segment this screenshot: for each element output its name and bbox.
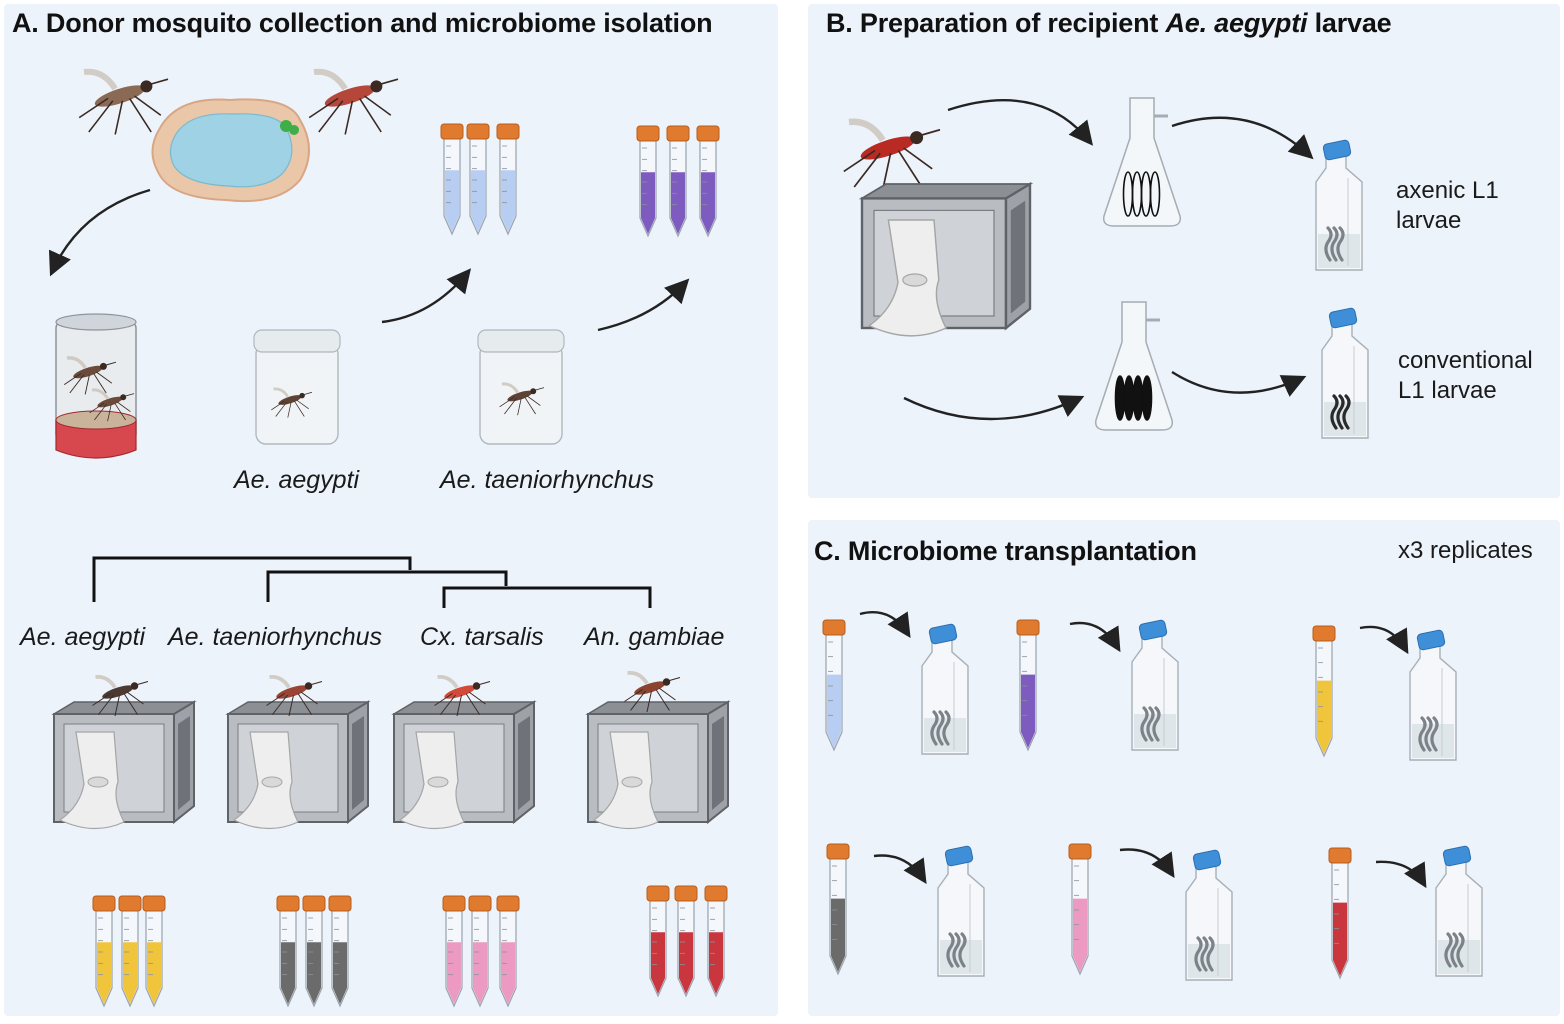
transplant-tube-yellow [1312, 625, 1336, 758]
cage-mosquito [266, 674, 323, 717]
tube-colony-ae-taeniorhynchus-3 [328, 895, 352, 1008]
trap-mosquito [89, 388, 135, 422]
transplant-tube-purple [1016, 619, 1040, 752]
tube-colony-ae-taeniorhynchus-1 [276, 895, 300, 1008]
cage-mosquito [434, 674, 491, 717]
transplant-flask-blue [921, 623, 969, 755]
transplant-arrow-purple [1069, 621, 1121, 653]
tree-label-an-gambiae: An. gambiae [584, 623, 725, 651]
phylogeny-tree [92, 556, 652, 608]
tube-field-ae-taeniorhynchus-3 [696, 125, 720, 238]
tube-field-ae-aegypti-2 [466, 123, 490, 236]
panel-b-title-prefix: B. Preparation of recipient [826, 8, 1166, 38]
panel-b-title-suffix: larvae [1307, 8, 1392, 38]
transplant-arrow-blue [859, 611, 911, 639]
transplant-flask-yellow [1409, 629, 1457, 761]
transplant-arrow-red [1375, 860, 1427, 889]
trap-mosquito [63, 356, 117, 395]
conventional-line-1: conventional [1398, 347, 1533, 374]
colony-cage-an-gambiae [585, 700, 731, 830]
tube-colony-ae-aegypti-2 [118, 895, 142, 1008]
transplant-arrow-pink [1119, 848, 1175, 879]
axenic-egg-flask [1102, 97, 1182, 227]
colony-cage-recipient [858, 181, 1034, 337]
tube-field-ae-taeniorhynchus-1 [636, 125, 660, 238]
conventional-egg-flask [1094, 301, 1174, 431]
tube-colony-cx-tarsalis-3 [496, 895, 520, 1008]
arrow-jar-to-tubes-purple [597, 278, 690, 332]
axenic-line-1: axenic L1 [1396, 177, 1499, 204]
tube-colony-ae-aegypti-1 [92, 895, 116, 1008]
tube-colony-an-gambiae-2 [674, 885, 698, 998]
pond-water [169, 113, 293, 188]
pond-plant [280, 120, 292, 132]
transplant-arrow-grey [873, 854, 927, 885]
conventional-line-2: L1 larvae [1398, 377, 1497, 404]
replicates-label: x3 replicates [1398, 537, 1533, 564]
conventional-larvae-label: conventional L1 larvae [1398, 346, 1533, 406]
axenic-larvae-label: axenic L1 larvae [1396, 176, 1499, 236]
tube-colony-an-gambiae-1 [646, 885, 670, 998]
label-collected-ae-aegypti: Ae. aegypti [234, 466, 360, 494]
donor-mosquito-b [843, 118, 941, 190]
tree-label-ae-taeniorhynchus: Ae. taeniorhynchus [168, 623, 383, 651]
transplant-flask-red [1435, 845, 1483, 977]
colony-cage-ae-taeniorhynchus [225, 700, 371, 830]
colony-cage-cx-tarsalis [391, 700, 537, 830]
label-collected-ae-taeniorhynchus: Ae. taeniorhynchus [440, 466, 655, 494]
panel-c [808, 520, 1560, 1016]
tube-colony-an-gambiae-3 [704, 885, 728, 998]
tube-colony-ae-aegypti-3 [142, 895, 166, 1008]
panel-a-title: A. Donor mosquito collection and microbi… [12, 8, 713, 38]
jar-mosquito [499, 382, 545, 416]
cage-mosquito [92, 674, 149, 717]
field-mosquito-right [308, 68, 399, 135]
arrow-to-conventional-larvae [1171, 370, 1307, 397]
transplant-tube-grey [826, 843, 850, 976]
tube-colony-cx-tarsalis-1 [442, 895, 466, 1008]
transplant-tube-blue [822, 619, 846, 752]
arrow-cage-to-axenic-flask [947, 99, 1094, 146]
conventional-larvae-flask [1321, 307, 1369, 439]
tree-label-ae-aegypti: Ae. aegypti [20, 623, 146, 651]
tube-field-ae-aegypti-1 [440, 123, 464, 236]
tube-colony-cx-tarsalis-2 [468, 895, 492, 1008]
cage-mosquito [624, 670, 681, 713]
jar-mosquito [271, 387, 313, 418]
arrow-jar-to-tubes-blue [381, 268, 472, 324]
tube-colony-ae-taeniorhynchus-2 [302, 895, 326, 1008]
pond-plant [289, 125, 299, 135]
panel-b-title: B. Preparation of recipient Ae. aegypti … [826, 8, 1392, 39]
tube-field-ae-taeniorhynchus-2 [666, 125, 690, 238]
field-mosquito-left [78, 68, 169, 135]
tube-field-ae-aegypti-3 [496, 123, 520, 236]
tree-label-cx-tarsalis: Cx. tarsalis [420, 623, 544, 651]
transplant-tube-pink [1068, 843, 1092, 976]
transplant-flask-grey [937, 845, 985, 977]
arrow-to-axenic-larvae [1171, 116, 1314, 160]
axenic-larvae-flask [1315, 139, 1363, 271]
transplant-arrow-yellow [1359, 625, 1409, 655]
collection-jar-ae-taeniorhynchus [477, 329, 565, 445]
transplant-flask-purple [1131, 619, 1179, 751]
arrow-pond-to-trap [48, 188, 151, 277]
panel-c-title: C. Microbiome transplantation [814, 536, 1197, 566]
transplant-flask-pink [1185, 849, 1233, 981]
panel-b-title-species: Ae. aegypti [1165, 8, 1308, 38]
collection-trap [55, 313, 137, 459]
collection-jar-ae-aegypti [253, 329, 341, 445]
transplant-tube-red [1328, 847, 1352, 980]
arrow-cage-to-conventional-flask [903, 395, 1085, 421]
axenic-line-2: larvae [1396, 207, 1462, 234]
colony-cage-ae-aegypti [51, 700, 197, 830]
